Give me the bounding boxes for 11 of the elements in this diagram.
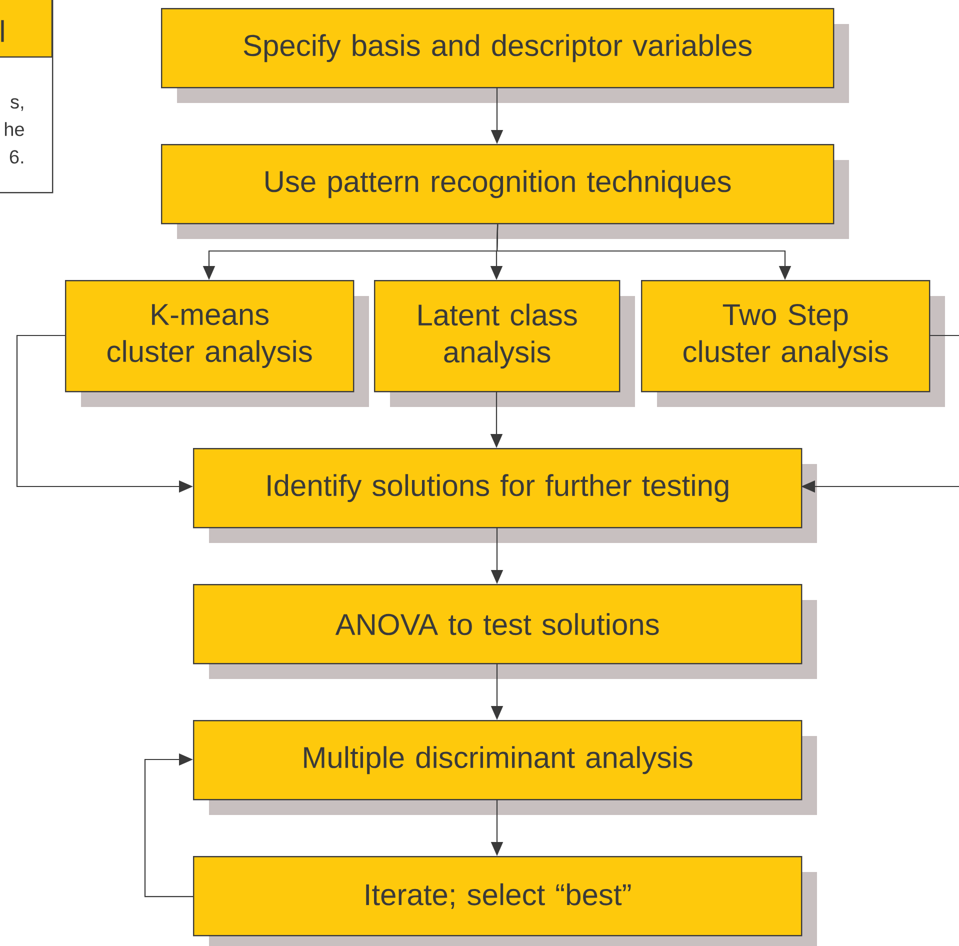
process-box: Two Step cluster analysis [641, 280, 945, 407]
process-box: Iterate; select “best” [193, 856, 817, 946]
process-box: K-means cluster analysis [65, 280, 369, 407]
process-box: ANOVA to test solutions [193, 584, 817, 679]
arrow [144, 753, 193, 898]
process-box: Latent class analysis [374, 280, 635, 407]
process-box: Specify basis and descriptor variables [161, 8, 849, 103]
process-box: Use pattern recognition techniques [161, 144, 849, 239]
process-box: Multiple discriminant analysis [193, 720, 817, 815]
note-box: l s, he 6. [0, 0, 54, 194]
process-box: Identify solutions for further testing [193, 448, 817, 543]
